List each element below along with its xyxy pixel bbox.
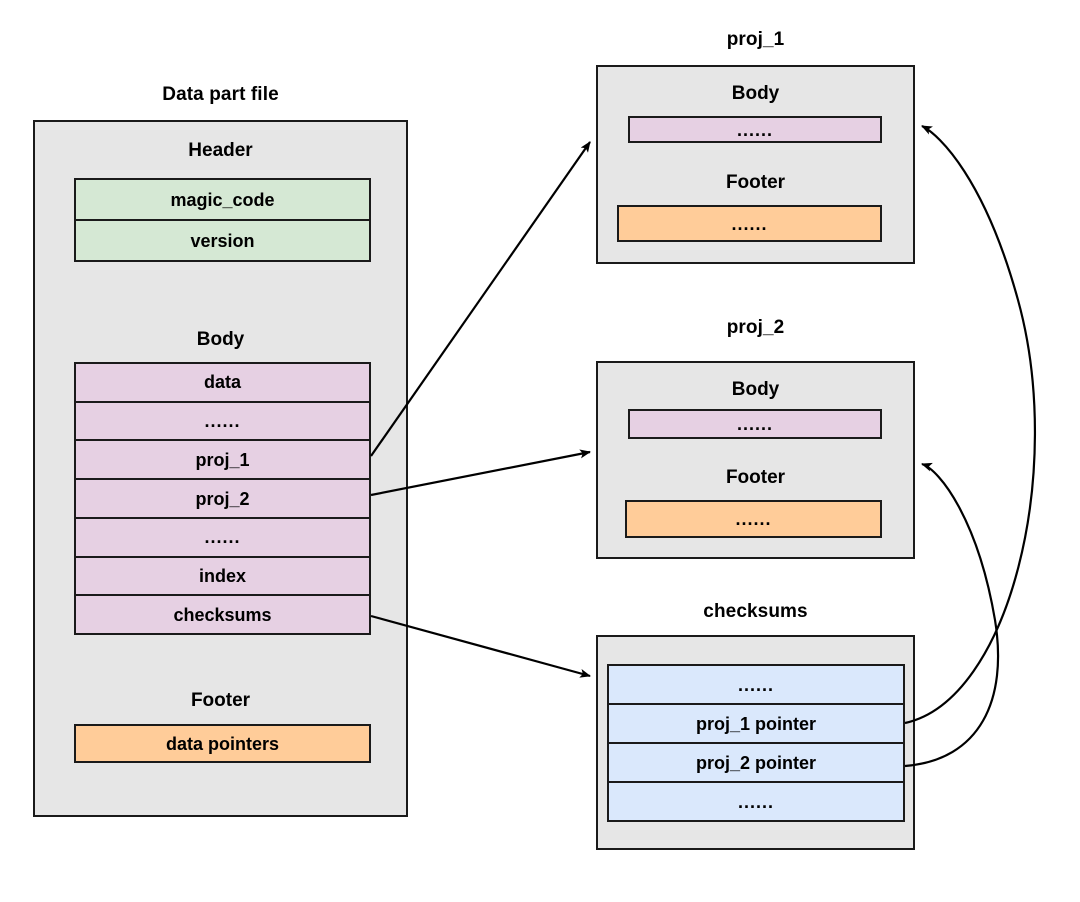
proj-1-body-label: Body [731, 83, 780, 104]
data-part-file-title: Data part file [162, 84, 279, 105]
proj-1-body-stack: ...... [628, 116, 882, 143]
data-part-file-footer-label: Footer [190, 690, 251, 711]
row-magic-code: magic_code [76, 180, 369, 221]
row-checksums: checksums [76, 596, 369, 634]
row-data-pointers: data pointers [76, 726, 369, 761]
row-data: data [76, 364, 369, 403]
proj-1-footer-stack: ...... [617, 205, 882, 242]
proj-2-footer-stack: ...... [625, 500, 882, 538]
data-part-file-header-stack: magic_code version [74, 178, 371, 262]
proj-2-body-label: Body [731, 379, 780, 400]
checksums-row-proj-1-pointer: proj_1 pointer [609, 705, 903, 744]
data-part-file-footer-stack: data pointers [74, 724, 371, 763]
edge-proj1-pointer-to-proj1-box [904, 125, 1036, 725]
data-part-file-body-stack: data ...... proj_1 proj_2 ...... index c… [74, 362, 371, 635]
row-index: index [76, 557, 369, 597]
proj-2-title: proj_2 [726, 317, 785, 338]
proj-1-title: proj_1 [726, 29, 785, 50]
edge-proj2-pointer-to-proj2-box [904, 462, 1000, 768]
data-part-file-header-label: Header [188, 140, 253, 161]
proj-2-footer-label: Footer [725, 467, 786, 488]
checksums-row-ellipsis-1: ...... [609, 666, 903, 705]
row-proj-2: proj_2 [76, 480, 369, 519]
checksums-row-proj-2-pointer: proj_2 pointer [609, 744, 903, 783]
checksums-row-ellipsis-2: ...... [609, 783, 903, 820]
proj-1-footer-row: ...... [619, 207, 880, 240]
data-part-file-body-label: Body [196, 329, 245, 350]
proj-2-body-row: ...... [630, 411, 880, 437]
checksums-stack: ...... proj_1 pointer proj_2 pointer ...… [607, 664, 905, 822]
proj-1-body-row: ...... [630, 118, 880, 141]
row-proj-1: proj_1 [76, 441, 369, 481]
proj-2-body-stack: ...... [628, 409, 882, 439]
proj-2-footer-row: ...... [627, 502, 880, 536]
row-ellipsis-2: ...... [76, 518, 369, 558]
proj-1-footer-label: Footer [725, 172, 786, 193]
row-ellipsis-1: ...... [76, 402, 369, 442]
row-version: version [76, 221, 369, 260]
checksums-title: checksums [703, 601, 808, 622]
